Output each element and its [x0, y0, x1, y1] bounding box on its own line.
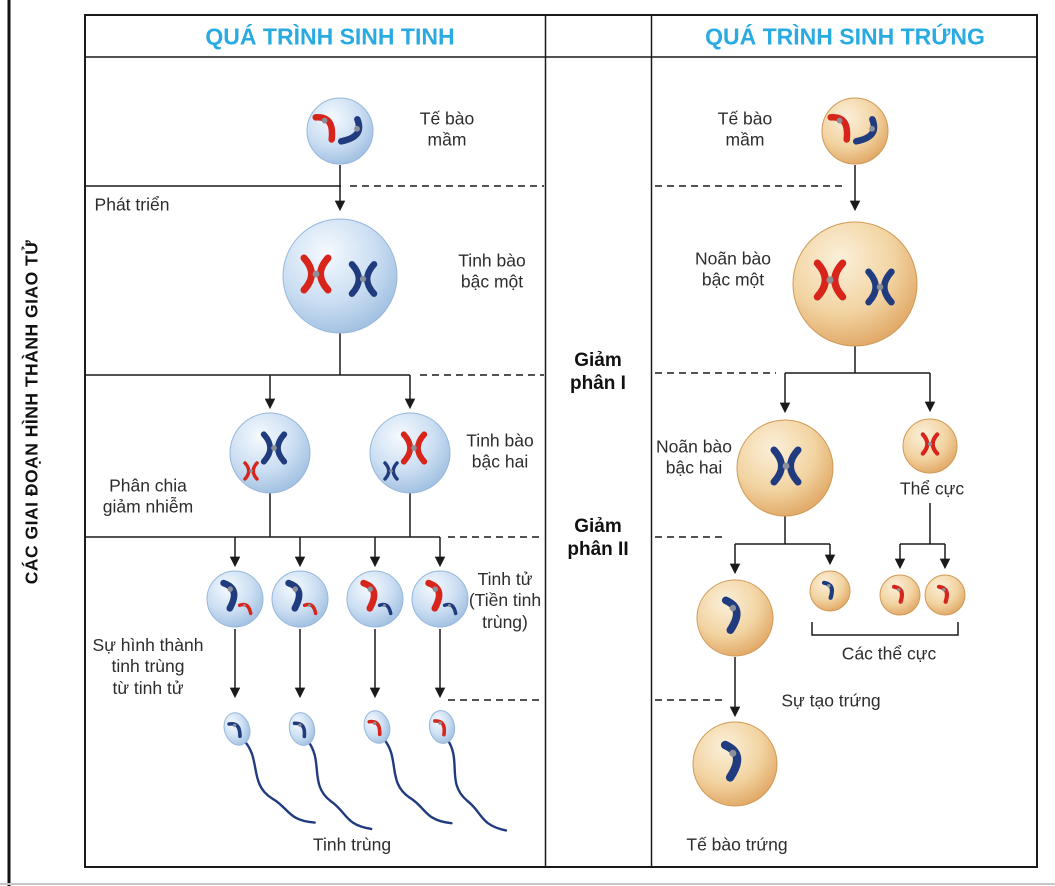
label-egg-formation: Sự tạo trứng — [781, 690, 881, 711]
cell-polar-body-2c — [924, 574, 966, 616]
spermatogenesis-cells — [206, 97, 508, 832]
header-oogenesis: QUÁ TRÌNH SINH TRỨNG — [705, 23, 985, 50]
label-polar-body: Thể cực — [899, 478, 965, 499]
cell-secondary-spermatocyte-right — [369, 412, 451, 494]
header-spermatogenesis: QUÁ TRÌNH SINH TINH — [205, 23, 455, 50]
cell-germ-sperm — [306, 97, 374, 165]
oogenesis-cells — [692, 97, 966, 807]
label-primary-oocyte: Noãn bào bậc một — [695, 248, 771, 290]
label-development: Phát triển — [94, 194, 170, 215]
cell-spermatid-1 — [206, 570, 264, 628]
label-germ-cell-sperm: Tế bào mầm — [419, 108, 475, 150]
cell-spermatid-3 — [346, 570, 404, 628]
cell-egg — [692, 721, 778, 807]
cell-spermatid-2 — [271, 570, 329, 628]
label-polar-bodies: Các thể cực — [841, 643, 937, 664]
vertical-axis-label: CÁC GIAI ĐOẠN HÌNH THÀNH GIAO TỬ — [21, 239, 42, 585]
polar-bodies-bracket — [811, 622, 959, 636]
label-meiotic-division: Phân chia giảm nhiễm — [102, 475, 194, 517]
stage-lines — [85, 185, 846, 701]
cell-secondary-oocyte — [736, 419, 834, 517]
cell-polar-body-2a — [809, 570, 851, 612]
cell-secondary-spermatocyte-left — [229, 412, 311, 494]
cell-polar-body-2b — [879, 574, 921, 616]
flow-arrows-sperm — [229, 165, 446, 699]
label-egg-cell: Tế bào trứng — [686, 834, 788, 855]
label-germ-cell-egg: Tế bào mầm — [717, 108, 773, 150]
label-sperm: Tinh trùng — [312, 834, 392, 855]
label-meiosis-2: Giảm phân II — [567, 515, 629, 560]
label-meiosis-1: Giảm phân I — [570, 349, 626, 394]
cell-spermatid-4 — [411, 570, 469, 628]
cell-primary-oocyte — [792, 221, 918, 347]
cell-polar-body-1 — [902, 418, 958, 474]
cell-germ-egg — [821, 97, 889, 165]
diagram-border — [84, 14, 1038, 868]
cell-pre-egg — [696, 579, 774, 657]
label-primary-spermatocyte: Tinh bào bậc một — [458, 250, 526, 292]
sperm-cell-1 — [223, 712, 316, 824]
label-sperm-formation: Sự hình thành tinh trùng từ tinh tử — [92, 634, 204, 698]
label-secondary-spermatocyte: Tinh bào bậc hai — [466, 430, 534, 472]
sperm-cell-3 — [363, 710, 453, 825]
cell-primary-spermatocyte — [282, 218, 398, 334]
sperm-cell-2 — [288, 712, 373, 831]
label-secondary-oocyte: Noãn bào bậc hai — [656, 436, 732, 478]
flow-arrows-egg — [729, 165, 959, 718]
label-spermatids: Tinh tử (Tiền tinh trùng) — [468, 568, 542, 632]
sperm-cell-4 — [428, 710, 508, 832]
